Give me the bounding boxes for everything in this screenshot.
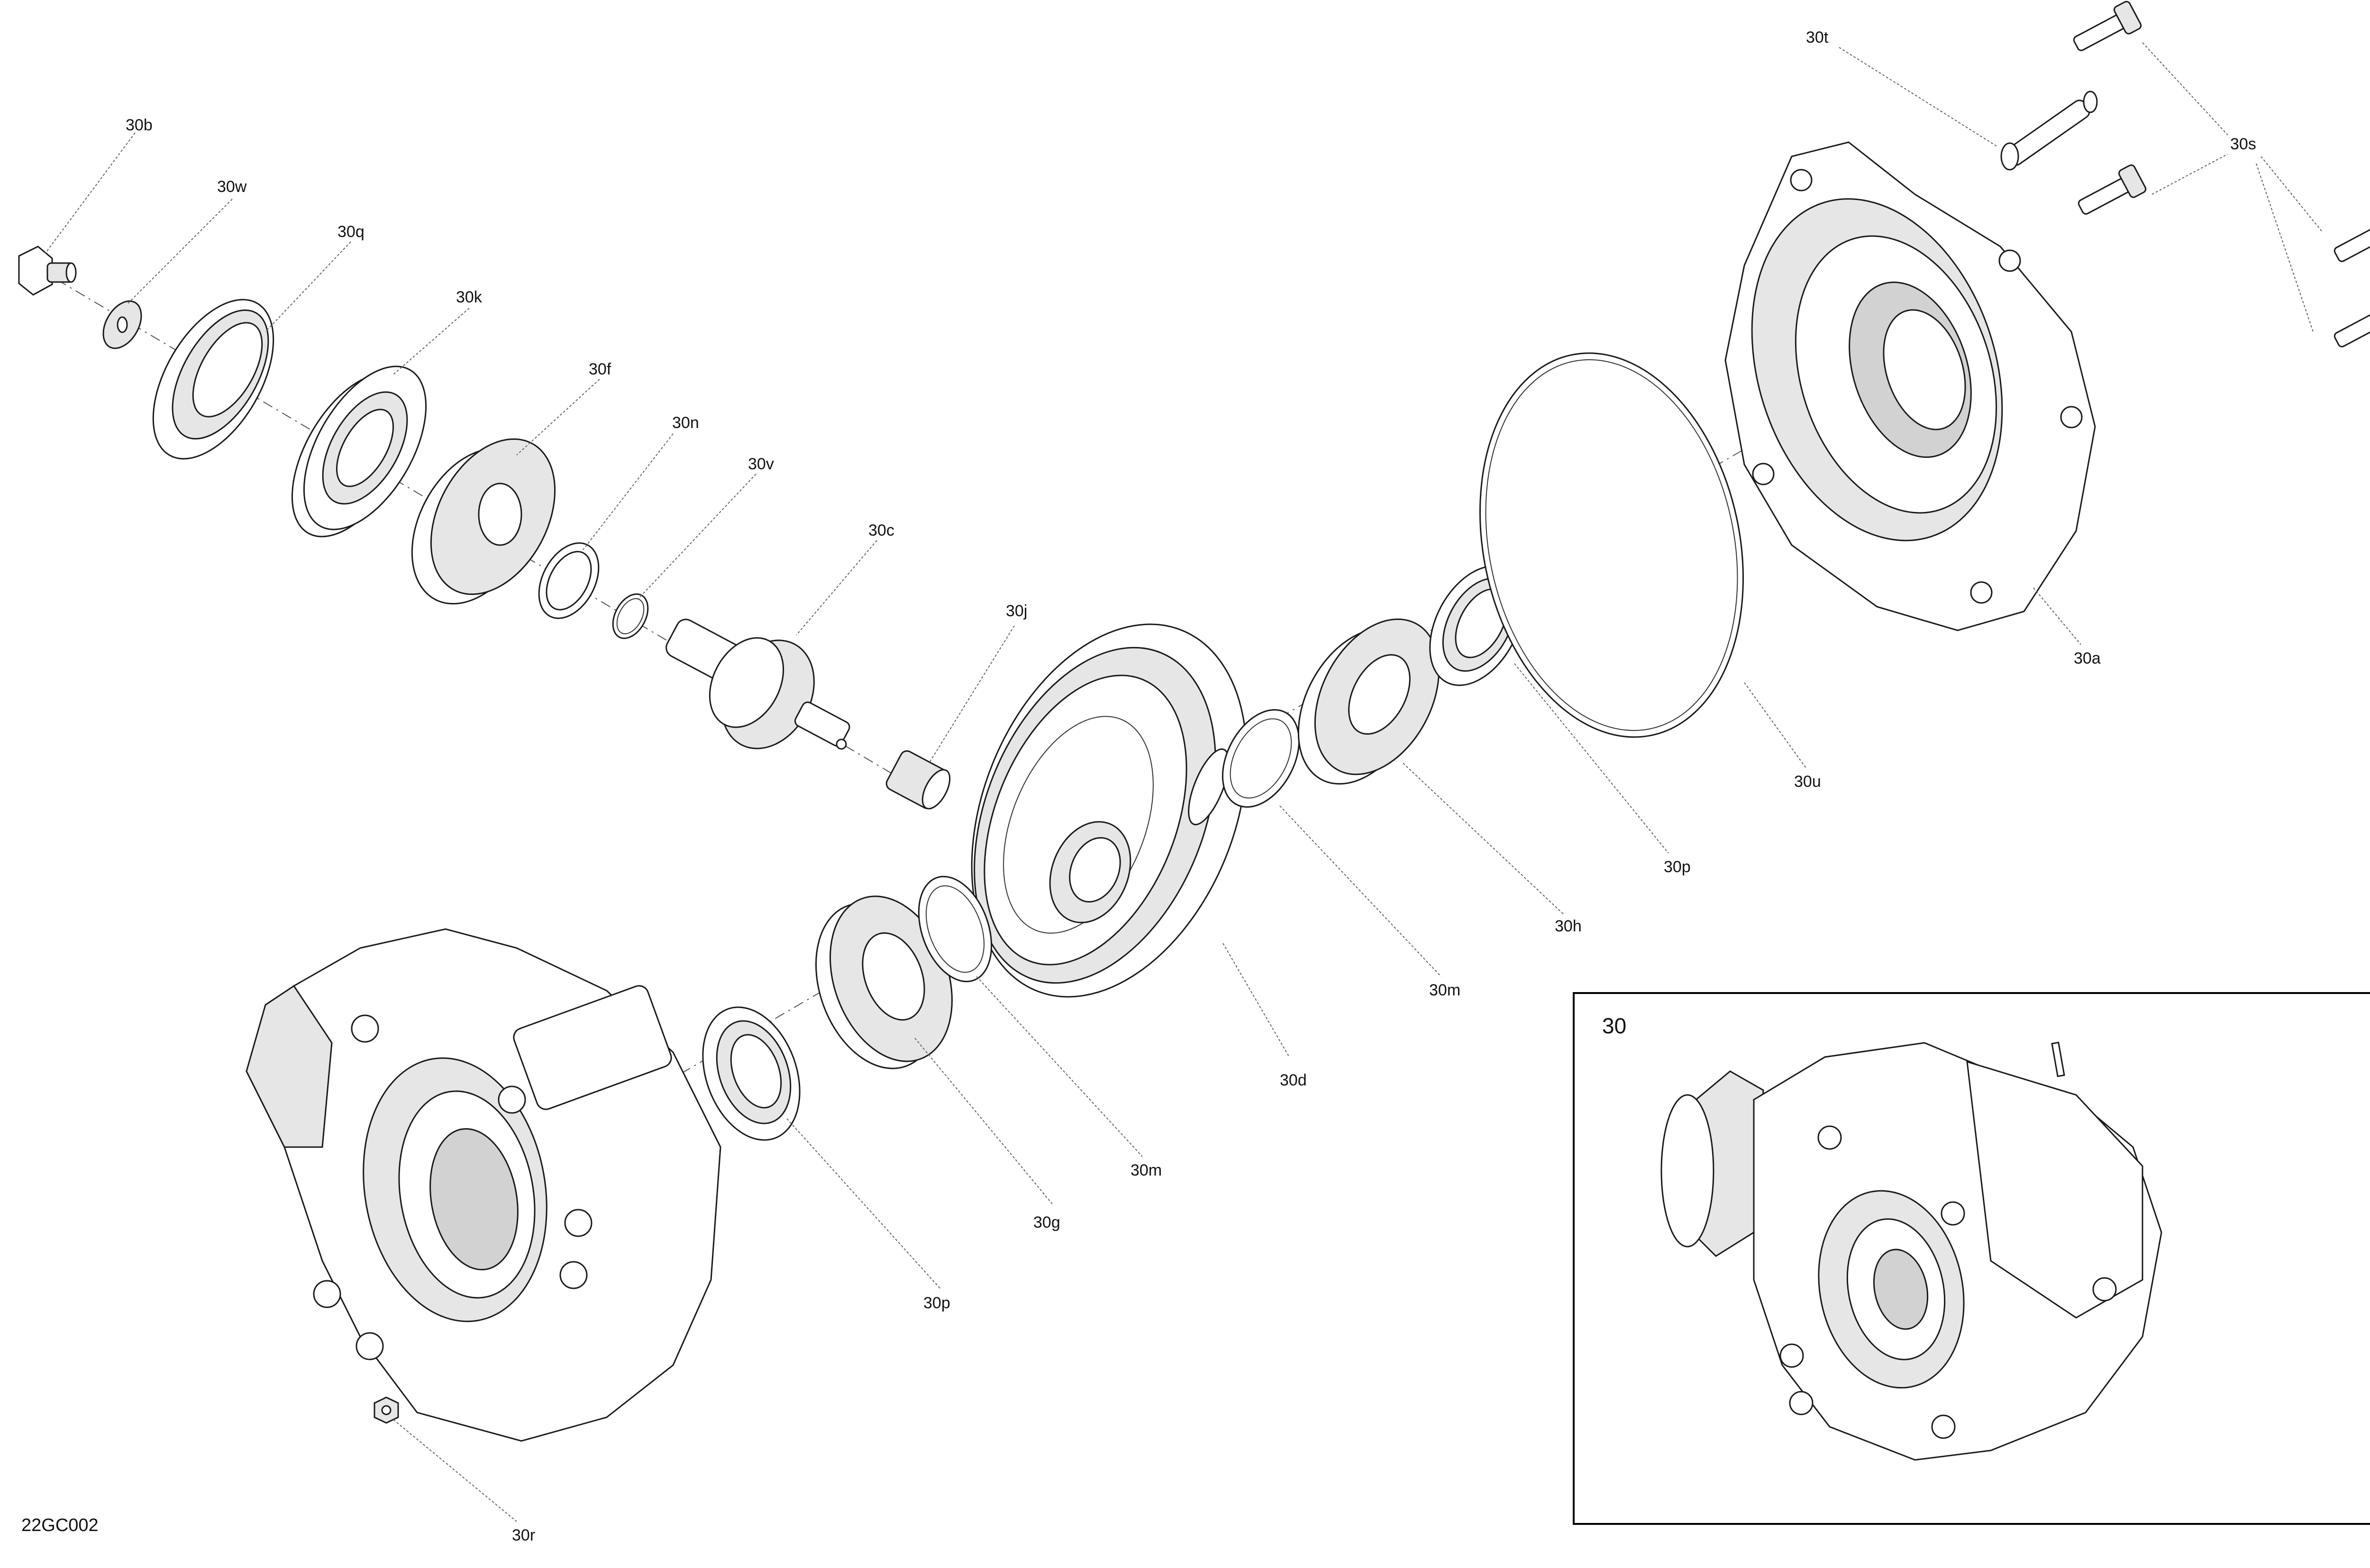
inset-frame — [1573, 992, 2370, 1525]
leader-lines — [45, 42, 2323, 1522]
callout-30b: 30b — [126, 116, 153, 134]
part-30v-o-ring — [612, 593, 649, 639]
part-30m-upper-ring — [1221, 709, 1300, 808]
callout-30t: 30t — [1806, 28, 1829, 46]
callout-30h: 30h — [1555, 917, 1582, 935]
part-30n-shim-ring — [538, 542, 600, 619]
part-30t-breather-fitting — [2000, 91, 2098, 171]
drawing-code: 22GC002 — [21, 1515, 99, 1535]
callout-30g: 30g — [1033, 1213, 1060, 1231]
part-30s-bolts — [2073, 0, 2370, 347]
assembled-differential — [1660, 1041, 2162, 1461]
part-30u-large-o-ring — [1479, 352, 1744, 738]
callout-30u: 30u — [1794, 773, 1821, 791]
callout-30a: 30a — [2074, 649, 2101, 667]
part-30d-ring-gear — [971, 623, 1248, 998]
callout-30d: 30d — [1280, 1071, 1307, 1089]
part-30k-bearing — [291, 365, 427, 538]
assembled-view-inset: 30 — [1573, 992, 2370, 1525]
callout-30m-lower: 30m — [1130, 1161, 1162, 1179]
callout-30r: 30r — [512, 1526, 535, 1544]
callout-30p-lower: 30p — [923, 1294, 950, 1312]
callout-30p-upper: 30p — [1664, 858, 1691, 876]
part-30j-bushing — [885, 750, 951, 810]
callout-30w: 30w — [217, 178, 247, 196]
part-30q-oil-seal — [152, 299, 274, 460]
part-30b-bolt — [18, 246, 77, 296]
part-30p-lower-seal — [702, 1006, 801, 1141]
part-30a-cover-housing — [1724, 141, 2096, 631]
callout-30m-upper: 30m — [1429, 981, 1460, 999]
part-30f-bearing — [411, 438, 556, 605]
assembly-label: 30 — [1602, 1013, 1626, 1038]
part-main-housing — [246, 928, 721, 1442]
callout-30n: 30n — [672, 414, 699, 432]
part-30m-lower-ring — [918, 875, 993, 983]
callout-30k: 30k — [456, 288, 483, 306]
part-30w-washer — [102, 300, 142, 349]
callout-30v: 30v — [748, 455, 774, 473]
part-30c-pinion — [665, 619, 850, 750]
part-30r-nut — [374, 1396, 399, 1424]
callout-30c: 30c — [868, 521, 894, 539]
callout-30s: 30s — [2230, 135, 2256, 153]
callout-30f: 30f — [589, 360, 611, 378]
part-30g-bearing — [815, 895, 953, 1069]
part-30h-bearing — [1297, 618, 1440, 785]
callout-30j: 30j — [1006, 602, 1027, 620]
callout-30q: 30q — [337, 223, 365, 241]
